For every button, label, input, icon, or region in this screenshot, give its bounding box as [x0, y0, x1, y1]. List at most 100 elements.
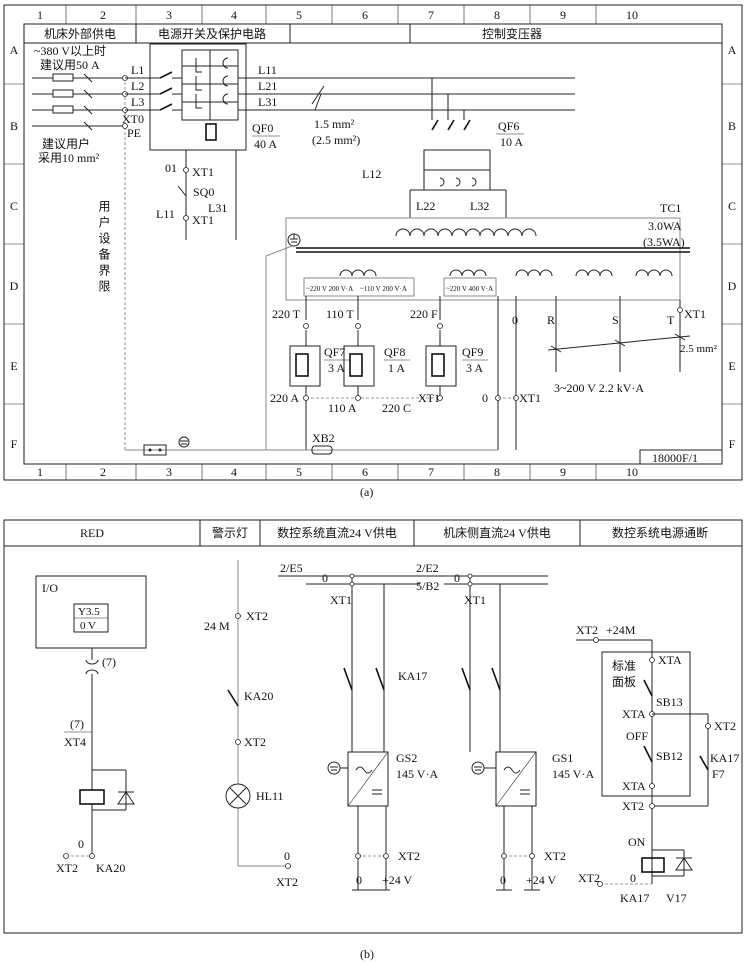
terminal-label: XT2	[246, 609, 268, 623]
row-letter: B	[10, 119, 18, 133]
phase-label: L1	[131, 63, 144, 77]
phase-label: L3	[131, 95, 144, 109]
terminal-label: XT1	[192, 165, 214, 179]
col-number: 5	[296, 465, 302, 479]
row-letter: E	[728, 359, 735, 373]
wire-size: 2.5 mm²	[680, 343, 718, 355]
col-number: 10	[626, 465, 638, 479]
section-header: 数控系统电源通断	[612, 525, 708, 540]
breaker-name: QF6	[498, 119, 519, 133]
panel-b: RED 警示灯 数控系统直流24 V供电 机床侧直流24 V供电 数控系统电源通…	[3, 519, 743, 961]
wire-number: 0	[630, 871, 636, 885]
tap-label: ~220 V 400 V·A	[446, 285, 493, 293]
col-number: 3	[166, 465, 172, 479]
diode-label: V17	[666, 891, 687, 905]
breaker-name: QF8	[384, 345, 405, 359]
breaker-rating: 1 A	[388, 361, 405, 375]
supply-label: GS1	[552, 751, 573, 765]
col-number: 3	[166, 8, 172, 22]
transformer-rating: 3.0WA	[648, 219, 682, 233]
button-label: SB13	[656, 695, 683, 709]
doc-number: 18000F/1	[652, 451, 698, 465]
col-number: 4	[231, 8, 237, 22]
cross-ref: 2/E5	[280, 561, 303, 575]
wire-number: 01	[165, 161, 177, 175]
terminal-label: 110 A	[328, 401, 357, 415]
terminal-label: XT4	[64, 735, 86, 749]
terminal-label: XT1	[684, 307, 706, 321]
terminal-label: XT2	[244, 735, 266, 749]
section-header: 机床侧直流24 V供电	[443, 526, 551, 540]
terminal-label: XT1	[519, 391, 541, 405]
row-letter: A	[10, 43, 19, 57]
row-letter: D	[728, 279, 737, 293]
panel-name: 面板	[612, 675, 636, 689]
terminal-label: XT2	[276, 875, 298, 889]
col-number: 6	[362, 8, 368, 22]
breaker-rating: 3 A	[328, 361, 345, 375]
row-letter: A	[728, 43, 737, 57]
switch-label: SQ0	[193, 185, 214, 199]
terminal-label: XT1	[330, 593, 352, 607]
wire-number: 0	[78, 837, 84, 851]
section-header: 控制变压器	[482, 26, 542, 41]
row-letter: C	[728, 199, 736, 213]
breaker-name: QF9	[462, 345, 483, 359]
panel-name: 标准	[612, 659, 636, 673]
io-title: I/O	[42, 581, 58, 595]
wire-number: 0	[454, 571, 460, 585]
relay-label: KA17	[398, 669, 427, 683]
terminal-label: XT2	[544, 849, 566, 863]
col-number: 2	[100, 8, 106, 22]
panel-caption: (b)	[360, 947, 374, 961]
terminal-label: XTA	[658, 653, 682, 667]
output-label: +24 V	[382, 873, 413, 887]
col-number: 8	[494, 465, 500, 479]
row-letter: F	[729, 437, 736, 451]
phase-label: L11	[258, 63, 277, 77]
supply-label: GS2	[396, 751, 417, 765]
connector-label: XB2	[312, 431, 335, 445]
col-number: 8	[494, 8, 500, 22]
phase-label: L31	[208, 201, 227, 215]
wire-number: 0	[284, 849, 290, 863]
col-number: 9	[560, 465, 566, 479]
terminal-label: XT2	[578, 871, 600, 885]
terminal-label: XTA	[622, 779, 646, 793]
terminal-label: XT2	[56, 861, 78, 875]
relay-label: KA20	[96, 861, 125, 875]
supply-note: ~380 V以上时	[34, 44, 106, 58]
terminal-label: 220 A	[270, 391, 299, 405]
cross-ref: 2/E2	[416, 561, 439, 575]
button-label: SB12	[656, 749, 683, 763]
terminal-label: 0	[512, 313, 518, 327]
relay-label: KA17	[710, 751, 739, 765]
cross-ref: 5/B2	[416, 579, 439, 593]
output-label: 0	[356, 873, 362, 887]
phase-label: L31	[258, 95, 277, 109]
phase-label: L21	[258, 79, 277, 93]
user-note: 采用10 mm²	[38, 151, 100, 165]
terminal-label: XT0	[122, 112, 144, 126]
section-header: 警示灯	[212, 525, 248, 540]
terminal-label: XT2	[576, 623, 598, 637]
row-letter: D	[10, 279, 19, 293]
output-rating: 3~200 V 2.2 kV·A	[554, 381, 644, 395]
lamp-label: HL11	[256, 789, 284, 803]
wire-size: (2.5 mm²)	[312, 133, 360, 147]
fuse-note: 建议用50 A	[40, 58, 100, 72]
panel-caption: (a)	[360, 485, 373, 499]
section-header: 数控系统直流24 V供电	[277, 525, 397, 540]
terminal-label: XTA	[622, 707, 646, 721]
terminal-label: R	[547, 313, 555, 327]
transformer-rating: (3.5WA)	[643, 235, 685, 249]
breaker-rating: 10 A	[500, 135, 523, 149]
terminal-label: XT1	[192, 213, 214, 227]
row-letter: F	[11, 437, 18, 451]
supply-rating: 145 V·A	[552, 767, 594, 781]
relay-label: KA20	[244, 689, 273, 703]
phase-label: L11	[156, 207, 175, 221]
wire-size: 1.5 mm²	[314, 117, 355, 131]
tap-label: ~110 V 200 V·A	[360, 285, 407, 293]
